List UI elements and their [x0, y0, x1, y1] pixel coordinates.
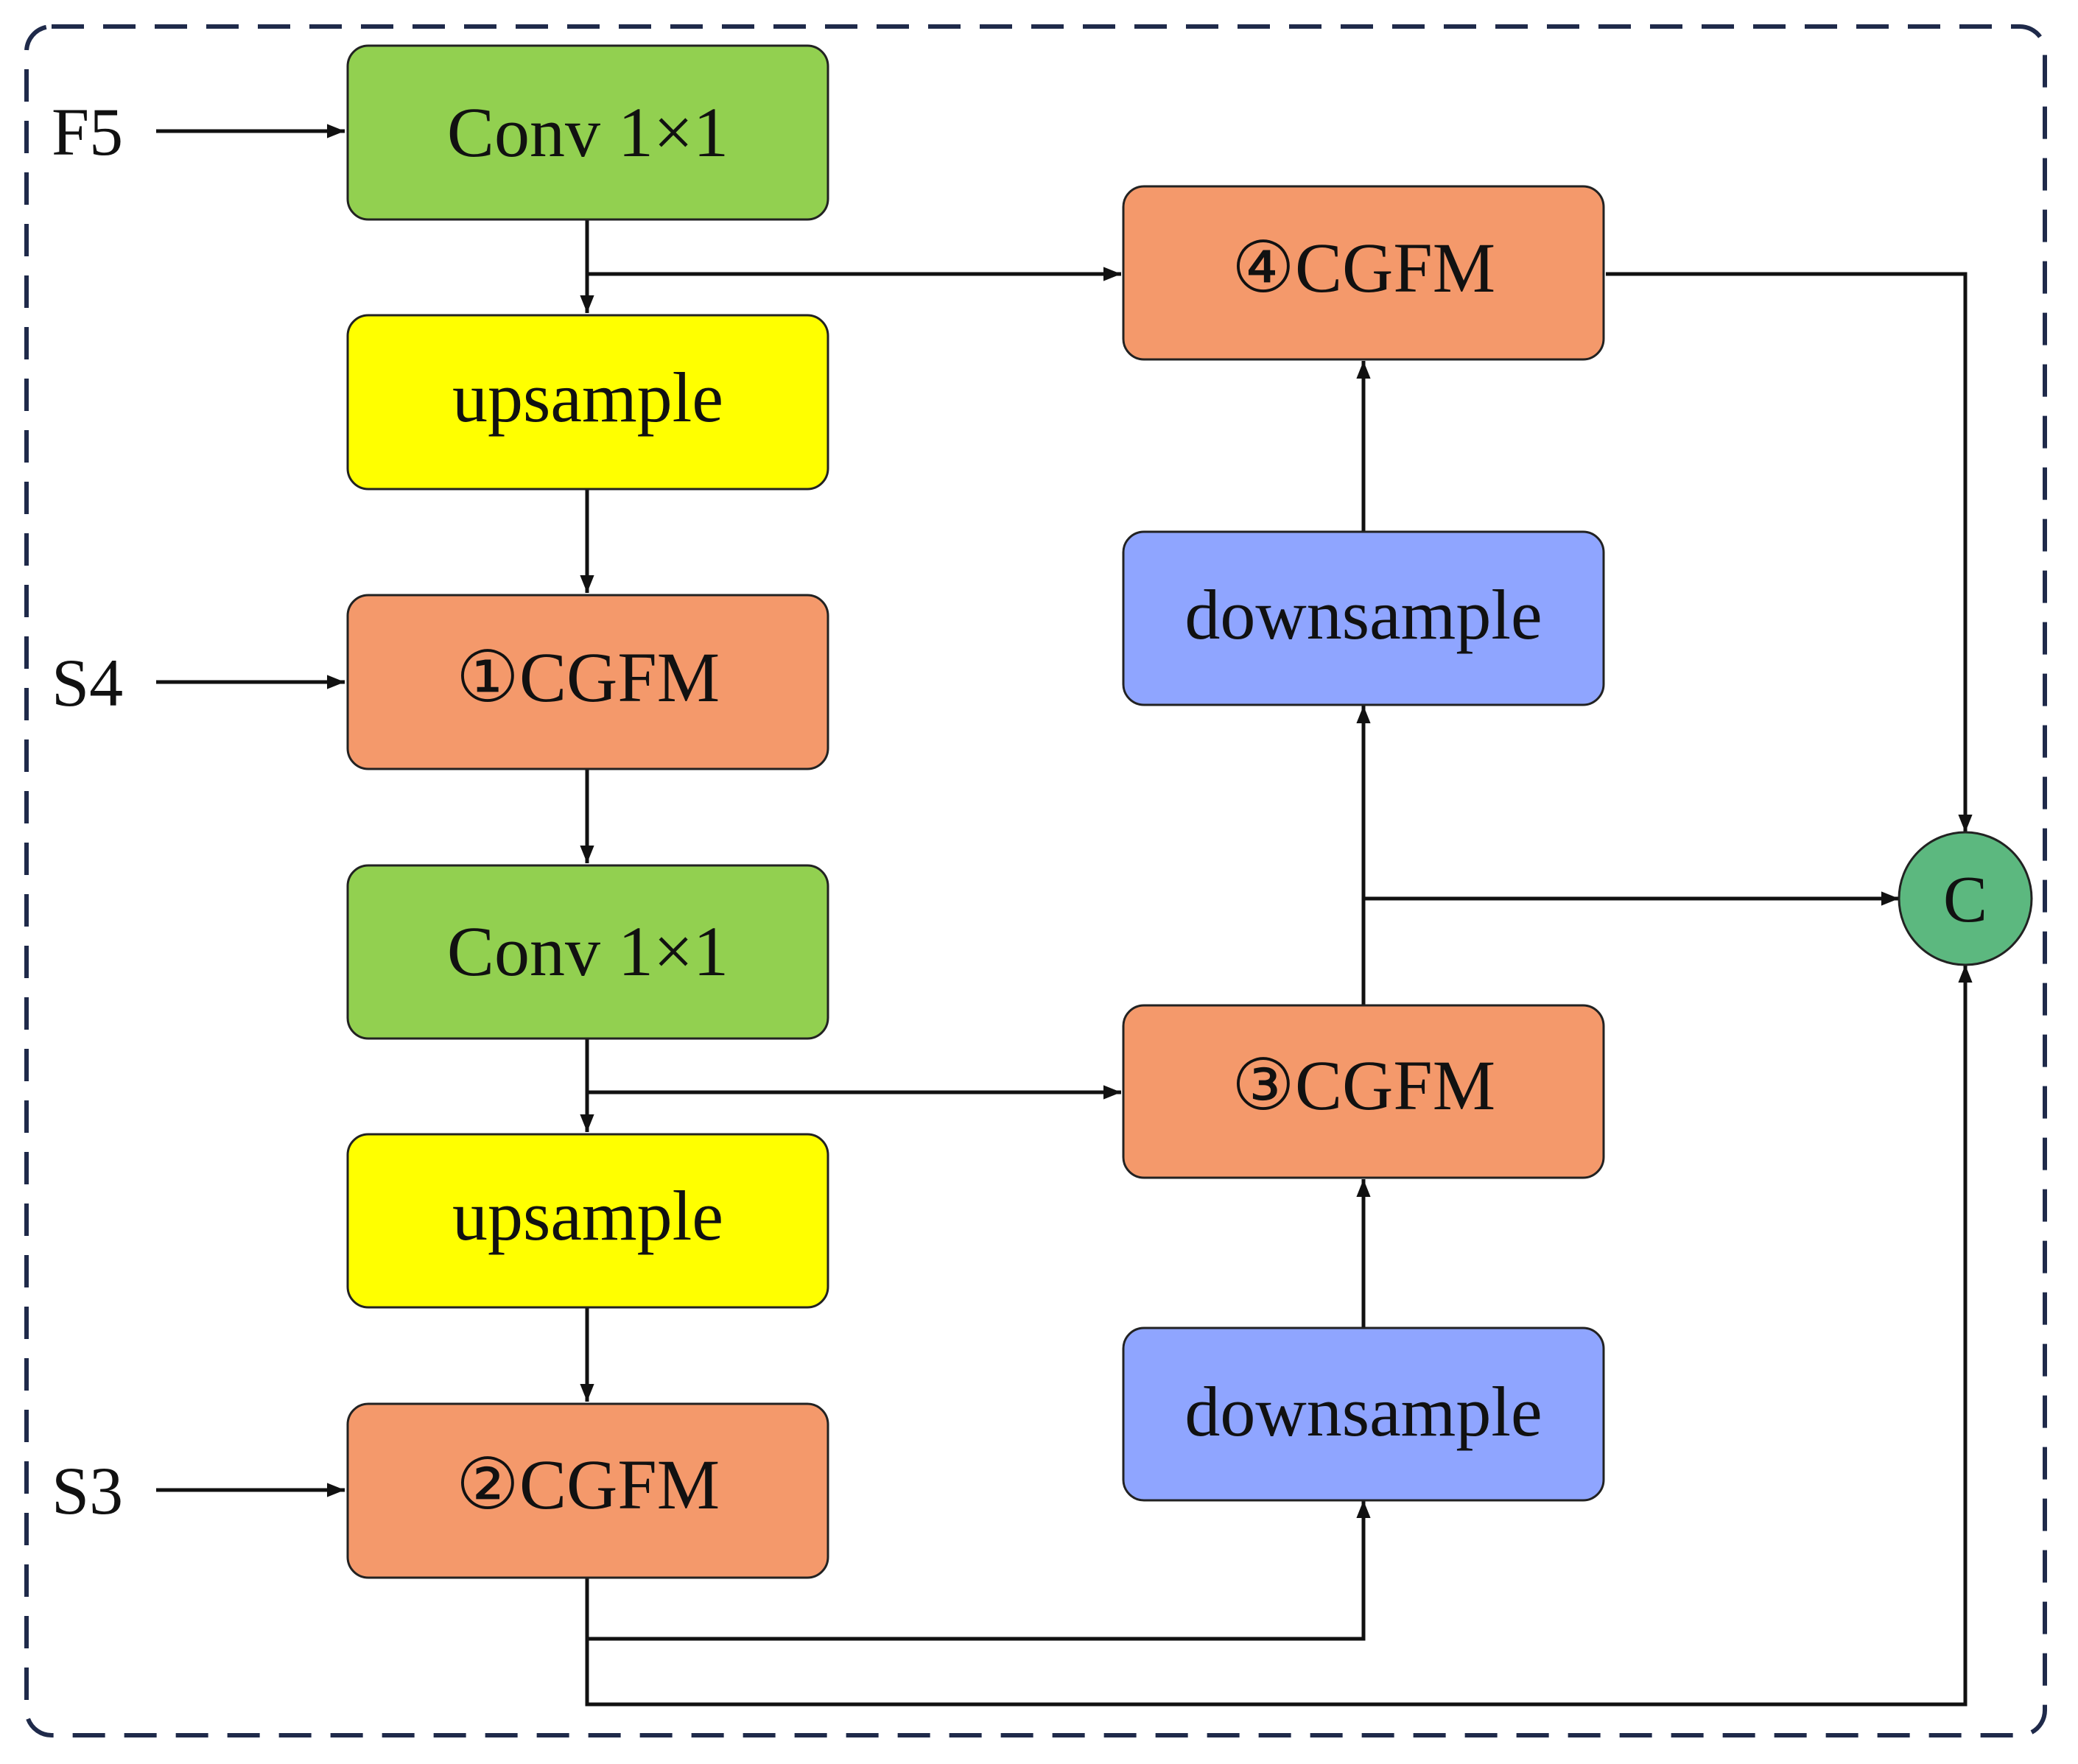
node-label: ④CGFM — [1232, 228, 1495, 307]
node-cgfm-1: ①CGFM — [346, 594, 829, 770]
node-cgfm-4: ④CGFM — [1122, 185, 1605, 361]
node-label: upsample — [452, 1176, 723, 1255]
node-label: Conv 1×1 — [447, 912, 729, 991]
arrow-cgfm-4-to-concat — [1606, 272, 1973, 832]
input-label-f5: F5 — [52, 94, 123, 169]
dashed-frame — [24, 24, 2047, 1737]
node-conv-top: Conv 1×1 — [346, 44, 829, 221]
node-upsample-bottom: upsample — [346, 1133, 829, 1309]
concat-node: C — [1898, 831, 2033, 966]
node-label: ②CGFM — [456, 1445, 720, 1524]
arrow-cgfm-2-to-concat — [585, 965, 1973, 1707]
input-label-s3: S3 — [52, 1453, 123, 1528]
node-upsample-top: upsample — [346, 314, 829, 491]
node-label: Conv 1×1 — [447, 93, 729, 172]
node-downsample-bottom: downsample — [1122, 1326, 1605, 1502]
concat-label: C — [1943, 863, 1987, 936]
node-label: ①CGFM — [456, 638, 720, 717]
node-cgfm-2: ②CGFM — [346, 1402, 829, 1579]
node-label: downsample — [1184, 575, 1542, 654]
node-cgfm-3: ③CGFM — [1122, 1004, 1605, 1179]
connectors — [156, 124, 1973, 1707]
node-label: upsample — [452, 358, 723, 437]
node-label: downsample — [1184, 1372, 1542, 1451]
node-label: ③CGFM — [1232, 1046, 1495, 1125]
node-downsample-top: downsample — [1122, 530, 1605, 706]
arrow-cgfm-2-to-downsample-bottom — [585, 1500, 1371, 1641]
node-conv-mid: Conv 1×1 — [346, 864, 829, 1040]
input-label-s4: S4 — [52, 645, 123, 720]
